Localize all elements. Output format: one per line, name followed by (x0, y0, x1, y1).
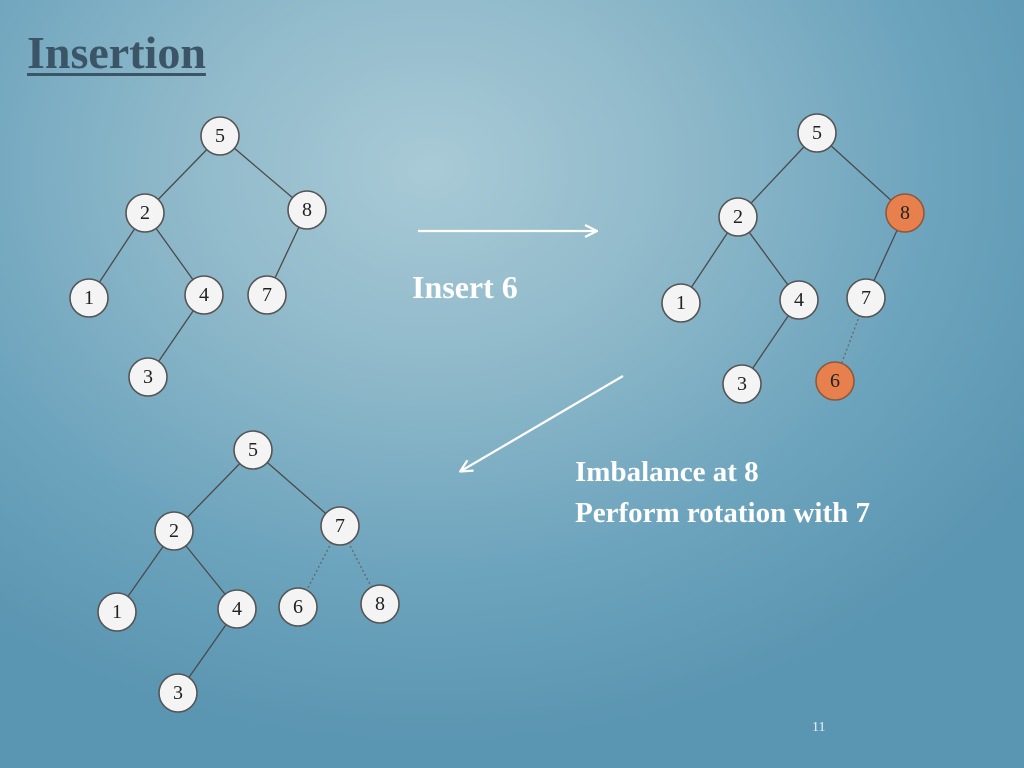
svg-text:4: 4 (199, 284, 209, 306)
tree-node: 2 (125, 193, 165, 233)
insert-label: Insert 6 (412, 269, 518, 305)
svg-text:2: 2 (733, 206, 743, 228)
tree-node: 3 (128, 357, 168, 397)
tree-after-insert: 5 2 8 1 4 7 3 6 (661, 113, 925, 404)
svg-text:8: 8 (900, 202, 910, 224)
tree-node: 5 (200, 116, 240, 156)
tree-node: 4 (779, 280, 819, 320)
tree-node-highlighted: 6 (815, 361, 855, 401)
svg-text:7: 7 (262, 284, 272, 306)
imbalance-note: Imbalance at 8 Perform rotation with 7 (575, 452, 870, 534)
svg-text:1: 1 (84, 287, 94, 309)
tree-node: 2 (154, 511, 194, 551)
imbalance-line: Imbalance at 8 (575, 456, 759, 488)
tree-node: 6 (278, 587, 318, 627)
tree-node: 1 (97, 592, 137, 632)
tree-node: 5 (797, 113, 837, 153)
svg-text:7: 7 (861, 287, 871, 309)
svg-text:2: 2 (169, 520, 179, 542)
tree-node: 7 (247, 275, 287, 315)
tree-node: 5 (233, 430, 273, 470)
svg-text:7: 7 (335, 515, 345, 537)
svg-text:5: 5 (248, 439, 258, 461)
tree-node: 3 (158, 673, 198, 713)
svg-text:1: 1 (112, 601, 122, 623)
svg-text:4: 4 (794, 289, 804, 311)
slide-number: 11 (812, 720, 826, 735)
svg-text:3: 3 (737, 373, 747, 395)
svg-text:8: 8 (375, 593, 385, 615)
tree-node: 8 (287, 190, 327, 230)
rotation-arrow (461, 375, 624, 471)
tree-node: 7 (846, 278, 886, 318)
svg-text:4: 4 (232, 598, 242, 620)
tree-node: 2 (718, 197, 758, 237)
svg-text:3: 3 (143, 366, 153, 388)
svg-text:6: 6 (830, 370, 840, 392)
svg-text:8: 8 (302, 199, 312, 221)
rotation-line: Perform rotation with 7 (575, 497, 871, 529)
tree-node: 3 (722, 364, 762, 404)
tree-node: 4 (184, 275, 224, 315)
svg-text:3: 3 (173, 682, 183, 704)
slide-title: Insertion (27, 27, 206, 78)
tree-node: 1 (69, 278, 109, 318)
tree-node-highlighted: 8 (885, 193, 925, 233)
svg-text:5: 5 (215, 125, 225, 147)
tree-node: 7 (320, 506, 360, 546)
tree-before: 5 2 8 1 4 7 3 (69, 116, 327, 397)
edge (816, 132, 906, 214)
tree-node: 4 (217, 589, 257, 629)
svg-text:6: 6 (293, 596, 303, 618)
svg-text:1: 1 (676, 292, 686, 314)
tree-after-rotation: 5 2 7 1 4 6 8 3 (97, 430, 400, 713)
svg-text:2: 2 (140, 202, 150, 224)
tree-node: 8 (360, 584, 400, 624)
svg-text:5: 5 (812, 122, 822, 144)
tree-node: 1 (661, 283, 701, 323)
